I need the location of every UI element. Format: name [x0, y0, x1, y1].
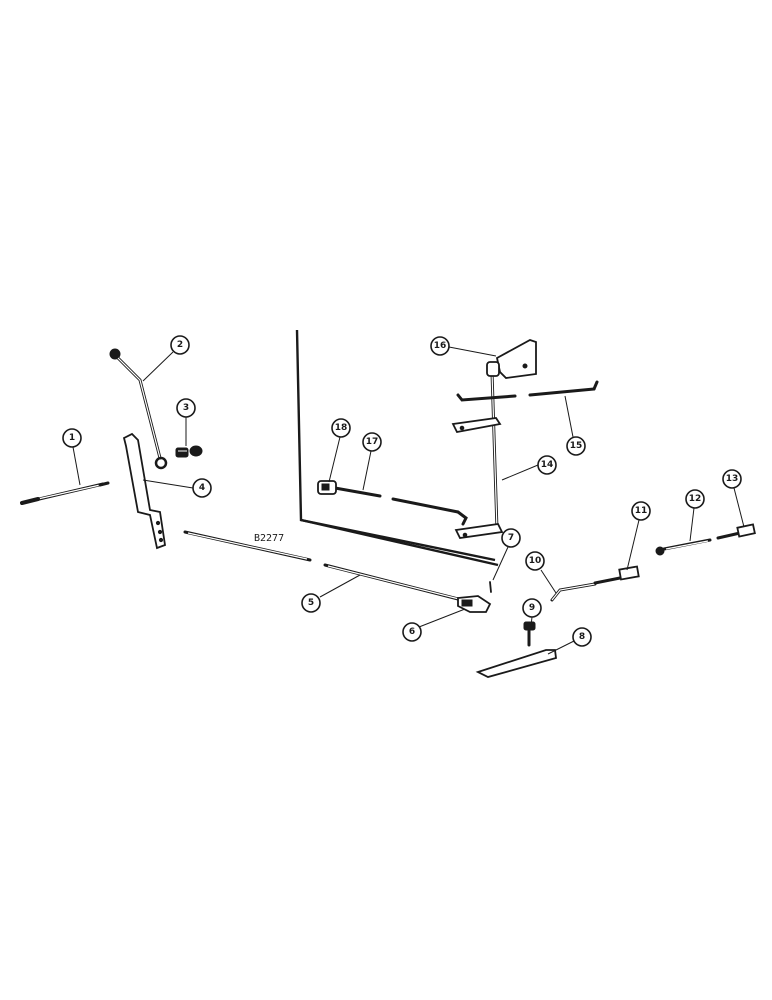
part-4-bracket	[122, 432, 166, 550]
leader-lines	[72, 346, 745, 655]
part-9-bolt	[523, 621, 536, 647]
callout-10-label: 10	[529, 556, 542, 566]
part-1-stud	[20, 481, 110, 505]
callout-4: 4	[192, 478, 212, 498]
callout-13-label: 13	[726, 474, 739, 484]
callout-8: 8	[572, 627, 592, 647]
callout-8-label: 8	[579, 632, 585, 642]
part-11-coupling	[593, 565, 640, 585]
callout-1-label: 1	[69, 433, 75, 443]
frame-outline	[295, 329, 499, 567]
callout-11: 11	[631, 501, 651, 521]
part-15-cross-rod	[456, 380, 599, 402]
part-18-clamp	[317, 480, 337, 495]
callout-5-label: 5	[308, 598, 314, 608]
callout-7: 7	[501, 528, 521, 548]
callout-12: 12	[685, 489, 705, 509]
part-6-clevis	[457, 595, 492, 613]
callout-1: 1	[62, 428, 82, 448]
part-14-shaft	[451, 370, 504, 539]
callout-11-label: 11	[635, 506, 648, 516]
part-8-plate	[475, 649, 557, 678]
part-2-hand-lever	[109, 348, 168, 470]
callout-5: 5	[301, 593, 321, 613]
callout-7-label: 7	[508, 533, 514, 543]
callout-6: 6	[402, 622, 422, 642]
part-10-bent-rod	[550, 582, 597, 602]
callout-12-label: 12	[689, 494, 702, 504]
part-17-rod	[333, 486, 468, 526]
callout-9: 9	[522, 598, 542, 618]
callout-3: 3	[176, 398, 196, 418]
callout-14-label: 14	[541, 460, 554, 470]
callout-2: 2	[170, 335, 190, 355]
part-7-pin	[489, 581, 492, 593]
callout-14: 14	[537, 455, 557, 475]
callout-16-label: 16	[434, 341, 447, 351]
callout-4-label: 4	[199, 483, 205, 493]
callout-2-label: 2	[177, 340, 183, 350]
callout-15-label: 15	[570, 441, 583, 451]
callout-16: 16	[430, 336, 450, 356]
part-12-rod	[655, 538, 712, 556]
callout-3-label: 3	[183, 403, 189, 413]
callout-6-label: 6	[409, 627, 415, 637]
drawing-code: B2277	[254, 533, 284, 544]
part-16-bracket	[486, 339, 537, 379]
callout-13: 13	[722, 469, 742, 489]
callout-17-label: 17	[366, 437, 379, 447]
part-13-fitting	[716, 523, 756, 540]
part-5-long-rod	[183, 530, 464, 602]
callout-17: 17	[362, 432, 382, 452]
callout-18: 18	[331, 418, 351, 438]
part-3-spring	[175, 445, 203, 458]
callout-9-label: 9	[529, 603, 535, 613]
callout-18-label: 18	[335, 423, 348, 433]
callout-10: 10	[525, 551, 545, 571]
callout-15: 15	[566, 436, 586, 456]
